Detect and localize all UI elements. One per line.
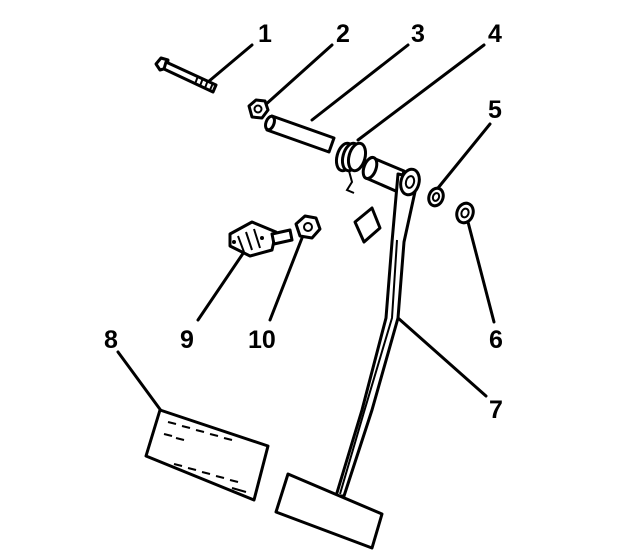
callout-6: 6	[489, 326, 503, 354]
leader-line-1	[206, 43, 254, 84]
stop-lamp-switch-icon	[228, 220, 294, 258]
pivot-pin-icon	[264, 114, 336, 154]
callout-4: 4	[488, 20, 502, 48]
pedal-pad-installed-icon	[274, 472, 384, 550]
leader-line-9	[196, 250, 246, 322]
nut-icon	[247, 98, 270, 120]
bushing-sleeve-icon	[361, 155, 406, 194]
callout-1: 1	[258, 20, 272, 48]
leader-line-5	[436, 122, 492, 190]
leader-line-7	[396, 316, 488, 398]
bushing-icon	[455, 201, 475, 225]
pedal-pad-icon	[144, 408, 270, 502]
leader-line-3	[310, 43, 410, 122]
leader-lines	[116, 43, 496, 414]
leader-line-2	[262, 43, 334, 108]
leader-line-6	[466, 220, 496, 324]
leader-line-10	[268, 236, 304, 322]
callout-5: 5	[488, 96, 502, 124]
nut-icon	[294, 214, 322, 240]
callout-10: 10	[248, 326, 276, 354]
return-spring-icon	[334, 141, 368, 194]
callout-7: 7	[489, 396, 503, 424]
callout-8: 8	[104, 326, 118, 354]
pedal-arm-icon	[334, 167, 421, 498]
bolt-icon	[154, 56, 218, 94]
callout-3: 3	[411, 20, 425, 48]
callout-9: 9	[180, 326, 194, 354]
leader-line-8	[116, 350, 164, 414]
leader-line-4	[356, 43, 486, 142]
bushing-icon	[427, 186, 445, 208]
callout-2: 2	[336, 20, 350, 48]
